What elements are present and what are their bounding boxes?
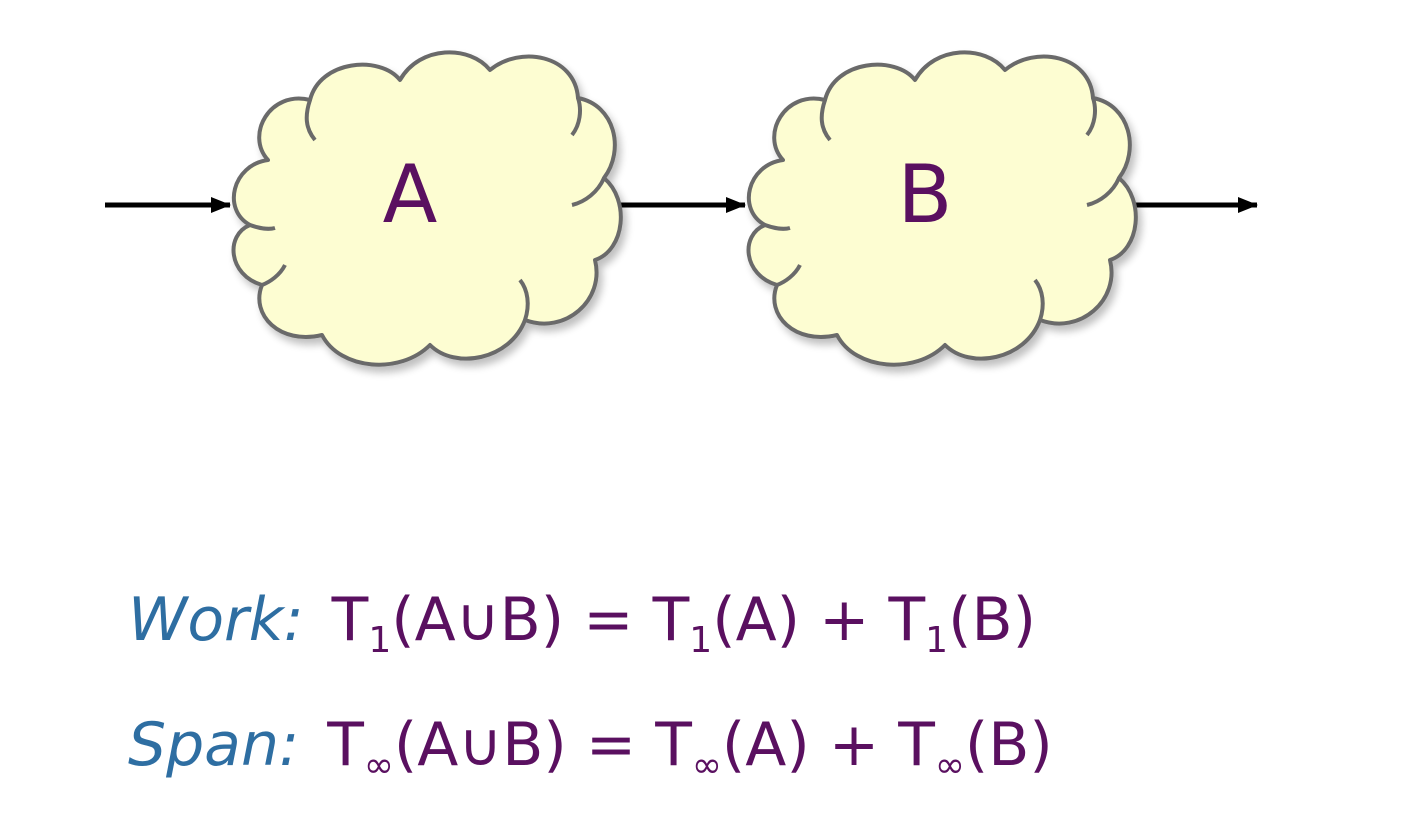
work-t2-sub: 1	[925, 620, 949, 661]
span-lhs-sub: ∞	[363, 745, 394, 786]
span-t1-fn: T	[655, 710, 692, 780]
work-t2-fn: T	[888, 585, 926, 655]
work-t1-sub: 1	[689, 620, 713, 661]
span-t2-arg: (B)	[964, 710, 1053, 780]
span-formula: Span:T∞(A∪B) = T∞(A) + T∞(B)	[128, 710, 1053, 784]
span-lhs-arg: (A∪B)	[393, 710, 567, 780]
work-formula: Work:T1(A∪B) = T1(A) + T1(B)	[128, 585, 1037, 659]
span-t2-sub: ∞	[934, 745, 965, 786]
work-lhs-fn: T	[331, 585, 369, 655]
work-t2-arg: (B)	[948, 585, 1037, 655]
span-equals: =	[585, 710, 637, 780]
cloud-a	[231, 50, 623, 367]
work-lhs-arg: (A∪B)	[391, 585, 565, 655]
work-t1-fn: T	[652, 585, 690, 655]
work-lhs-sub: 1	[368, 620, 392, 661]
span-lhs-fn: T	[327, 710, 364, 780]
cloud-b	[746, 50, 1138, 367]
node-a-label: A	[383, 148, 438, 241]
work-t1-arg: (A)	[712, 585, 801, 655]
work-keyword: Work:	[128, 585, 304, 655]
span-t2-fn: T	[898, 710, 935, 780]
span-t1-sub: ∞	[691, 745, 722, 786]
span-t1-arg: (A)	[721, 710, 810, 780]
work-plus: +	[819, 585, 870, 655]
span-plus: +	[828, 710, 880, 780]
span-keyword: Span:	[128, 710, 300, 780]
work-equals: =	[583, 585, 634, 655]
node-b-label: B	[898, 148, 953, 241]
